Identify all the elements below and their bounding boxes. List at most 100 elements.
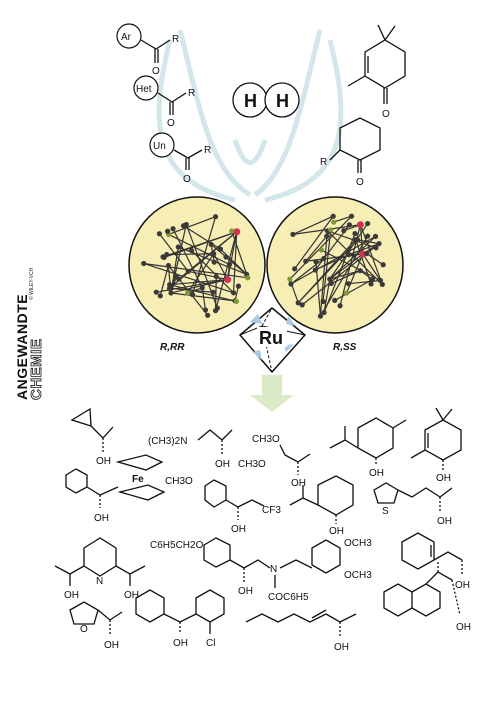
molecule-atom <box>226 261 233 268</box>
molecule-atom <box>205 312 211 318</box>
molecule-bond <box>294 215 334 270</box>
molecule-bond <box>329 223 369 280</box>
molecule-atom <box>345 281 352 287</box>
molecule-atom <box>175 244 181 250</box>
molecule-atom <box>292 266 298 272</box>
molecule-atom <box>245 275 251 281</box>
svg-text:OH: OH <box>436 473 451 484</box>
molecule-bond <box>323 279 331 313</box>
product-chlorobenzhydrol: OH Cl <box>135 589 225 649</box>
molecule-bond <box>290 235 376 285</box>
molecule-atom <box>184 290 191 296</box>
molecule-bond <box>305 235 328 262</box>
substrate-heteroaryl-ketone: Het R O <box>133 75 195 129</box>
molecule-atom <box>168 290 174 296</box>
substrate-aryl-ketone: Ar R O <box>116 23 179 77</box>
molecule-atom <box>352 230 358 237</box>
svg-text:N: N <box>270 564 277 575</box>
molecule-bond <box>330 270 361 285</box>
molecule-atom <box>188 247 195 254</box>
molecule-atom <box>344 290 350 296</box>
svg-text:OH: OH <box>231 524 246 535</box>
molecule-atom <box>330 213 336 219</box>
molecule-atom <box>365 220 371 227</box>
downward-arrow <box>250 375 294 412</box>
molecule-atom <box>173 273 180 279</box>
molecule-atom <box>328 227 334 233</box>
journal-name-bottom: CHEMIE <box>28 338 46 400</box>
molecule-bond <box>191 216 217 295</box>
molecule-bond <box>232 231 238 293</box>
catalyst-label-right: R,SS <box>333 342 357 353</box>
molecule-atom <box>214 305 220 311</box>
molecule-atom <box>377 277 384 284</box>
svg-text:OH: OH <box>124 590 139 601</box>
molecule-atom <box>376 241 382 247</box>
molecule-bond <box>231 230 248 275</box>
molecule-bond <box>355 239 372 285</box>
molecule-atom <box>346 222 353 228</box>
svg-text:OH: OH <box>456 622 471 633</box>
svg-text:(CH3)2N: (CH3)2N <box>148 436 187 447</box>
product-isopropylcyclohexanol: OH <box>289 475 354 537</box>
molecule-atom <box>328 280 334 287</box>
h-atom-1: H <box>244 91 257 111</box>
product-cyclopropyl-ethanol: OH <box>70 407 114 467</box>
molecule-atom <box>229 228 235 234</box>
molecule-atom <box>170 226 176 232</box>
molecule-bond <box>315 254 350 271</box>
molecule-bond <box>319 235 369 317</box>
svg-text:OH: OH <box>96 456 111 467</box>
product-menthol: OH <box>329 417 407 479</box>
product-thienyl-allyl-alcohol: S OH <box>373 482 453 527</box>
molecule-atom <box>327 276 333 282</box>
svg-text:OH: OH <box>94 513 109 524</box>
molecule-atom <box>357 268 363 274</box>
molecule-atom <box>299 302 305 308</box>
molecule-atom <box>318 247 325 253</box>
ruthenium-octahedron: Ru <box>238 307 307 374</box>
molecule-atom <box>210 289 216 295</box>
molecule-bond <box>290 258 325 285</box>
product-isophorol: OH <box>410 407 462 484</box>
molecule-atom <box>288 281 294 287</box>
molecule-bond <box>210 243 248 275</box>
molecule-atom <box>331 219 337 225</box>
svg-text:R: R <box>204 145 211 156</box>
molecule-bond <box>334 279 373 301</box>
molecule-bond <box>143 262 234 294</box>
product-cyclohexenyl-ethanol: OH <box>401 532 470 591</box>
het-label: Het <box>136 84 152 95</box>
svg-text:O: O <box>167 118 175 129</box>
molecule-atom <box>233 298 240 305</box>
svg-text:R: R <box>188 88 195 99</box>
molecule-bond <box>359 224 383 285</box>
svg-text:OH: OH <box>173 638 188 649</box>
molecule-atom <box>365 233 371 239</box>
svg-text:R: R <box>172 34 179 45</box>
catalyst-sphere-left <box>128 196 266 334</box>
molecule-atom <box>364 250 370 257</box>
molecule-atom <box>355 237 361 243</box>
molecule-bond <box>172 228 203 289</box>
molecule-atom <box>368 281 374 287</box>
catalyst-label-left: R,RR <box>160 342 185 353</box>
molecule-atom <box>321 309 327 316</box>
molecule-atom <box>165 262 172 269</box>
hydrogen-molecule: H H <box>232 82 300 118</box>
molecule-atom <box>313 259 319 265</box>
molecule-atom <box>332 297 338 303</box>
molecule-atom <box>160 254 166 260</box>
molecule-atom <box>356 221 364 229</box>
molecule-atom <box>156 231 162 237</box>
publisher-mark: © WILEY-VCH <box>29 267 35 300</box>
molecule-bond <box>292 215 334 235</box>
svg-text:OH: OH <box>329 526 344 537</box>
molecule-bond <box>329 253 364 280</box>
product-ferrocenyl-aminoalcohol: (CH3)2N OH Fe OH <box>65 429 233 524</box>
molecule-atom <box>295 300 301 306</box>
molecule-atom <box>189 292 196 298</box>
catalyst-sphere-right <box>266 196 404 334</box>
molecule-atom <box>157 293 163 299</box>
